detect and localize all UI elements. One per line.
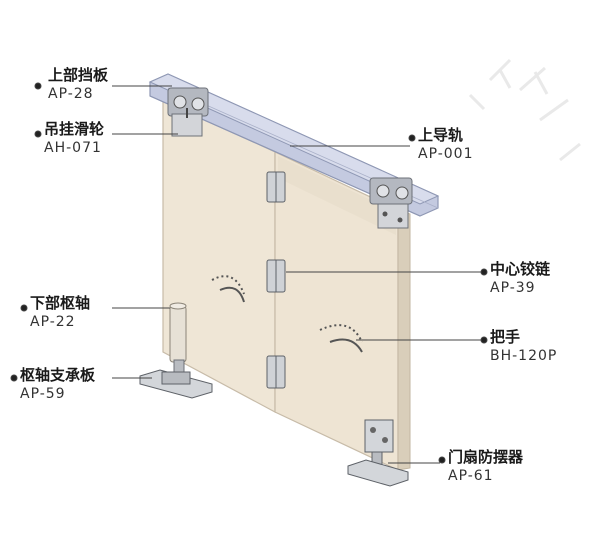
- pointer-dot: [20, 304, 28, 312]
- label-center-hinge-name: 中心铰链: [490, 260, 551, 278]
- background-marks: [468, 58, 581, 162]
- pulley-right: [369, 177, 413, 229]
- label-handle: 把手 BH-120P: [490, 328, 558, 364]
- label-hanging-pulley-name: 吊挂滑轮: [44, 120, 105, 138]
- pointer-dot: [480, 336, 488, 344]
- label-top-guard-plate-name: 上部挡板: [48, 66, 109, 84]
- pointer-dot: [438, 456, 446, 464]
- hinge-top: [266, 171, 286, 203]
- label-pivot-support-plate-code: AP-59: [20, 385, 66, 402]
- label-top-guard-plate-code: AP-28: [48, 85, 94, 102]
- hinge-bottom: [266, 355, 286, 389]
- door-panels: [162, 99, 411, 471]
- label-lower-pivot: 下部枢轴 AP-22: [30, 294, 91, 330]
- pulley-left: [167, 87, 209, 137]
- pointer-dot: [34, 130, 42, 138]
- pivot-support-plate: [139, 369, 213, 399]
- label-door-stabilizer-name: 门扇防摆器: [448, 448, 524, 466]
- label-center-hinge: 中心铰链 AP-39: [490, 260, 551, 296]
- label-top-track-name: 上导轨: [418, 126, 464, 144]
- label-pivot-support-plate-name: 枢轴支承板: [20, 366, 96, 384]
- hinge-middle: [266, 259, 286, 293]
- label-door-stabilizer: 门扇防摆器 AP-61: [448, 448, 524, 484]
- label-top-guard-plate: 上部挡板 AP-28: [48, 66, 109, 102]
- pointer-dot: [408, 134, 416, 142]
- label-center-hinge-code: AP-39: [490, 279, 536, 296]
- pointer-dot: [10, 374, 18, 382]
- label-hanging-pulley-code: AH-071: [44, 139, 102, 156]
- label-top-track-code: AP-001: [418, 145, 474, 162]
- right-panel-shade: [278, 156, 396, 235]
- label-handle-name: 把手: [490, 328, 521, 346]
- label-hanging-pulley: 吊挂滑轮 AH-071: [44, 120, 105, 156]
- label-lower-pivot-name: 下部枢轴: [30, 294, 91, 312]
- label-handle-code: BH-120P: [490, 347, 558, 364]
- label-top-track: 上导轨 AP-001: [418, 126, 474, 162]
- leader-lines: [10, 82, 488, 464]
- label-door-stabilizer-code: AP-61: [448, 467, 494, 484]
- center-hinges: [266, 171, 286, 389]
- label-pivot-support-plate: 枢轴支承板 AP-59: [20, 366, 96, 402]
- label-lower-pivot-code: AP-22: [30, 313, 76, 330]
- pointer-dot: [480, 268, 488, 276]
- lower-pivot: [169, 302, 187, 375]
- door-stabilizer: [347, 419, 409, 487]
- pointer-dot: [34, 82, 42, 90]
- handles: [211, 275, 363, 353]
